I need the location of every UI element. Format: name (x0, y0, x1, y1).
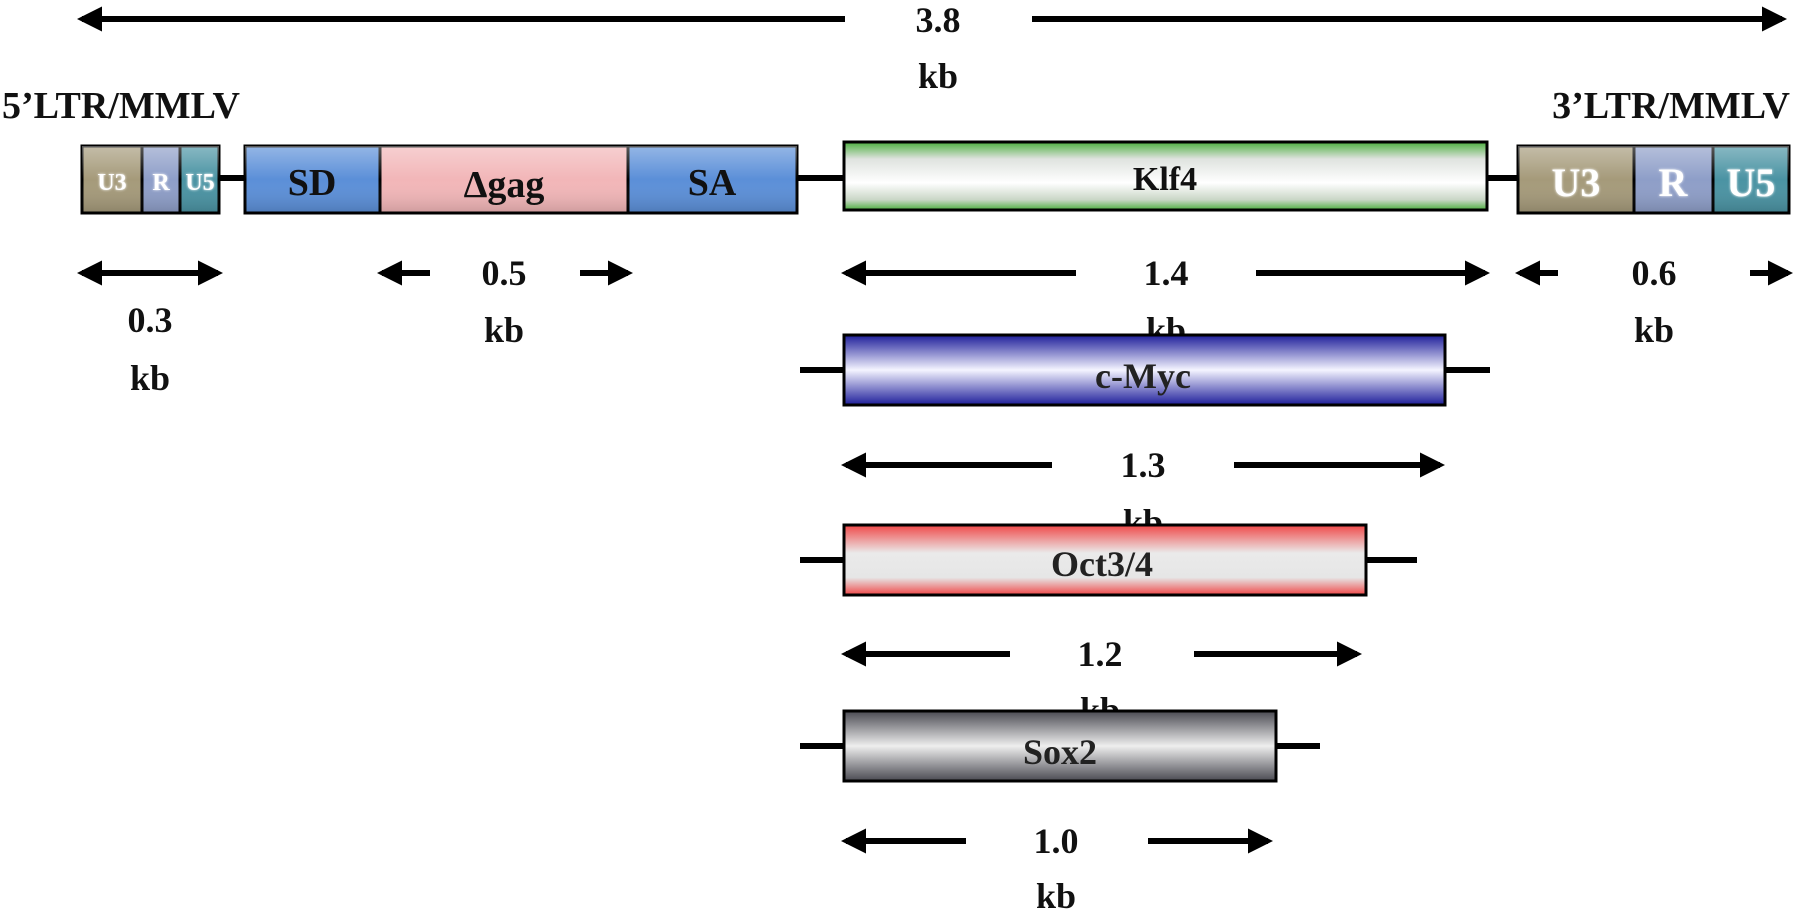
ltr5-title: 5’LTR/MMLV (2, 85, 240, 127)
ltr5-length-value: 0.3 (128, 300, 173, 340)
sa-label: SA (688, 162, 737, 204)
gag-length-unit: kb (484, 310, 524, 350)
oct34-box (842, 523, 1368, 597)
overall-length-unit: kb (918, 56, 958, 96)
gag-length-value: 0.5 (482, 253, 527, 293)
klf4-length-value: 1.4 (1144, 253, 1189, 293)
sox2-box (842, 709, 1278, 783)
klf4-insert: Klf4 (842, 140, 1489, 212)
cmyc-box (842, 333, 1447, 407)
klf4-label: Klf4 (1133, 161, 1197, 198)
cmyc-label: c-Myc (1095, 356, 1191, 396)
gag-label: Δgag (464, 164, 545, 206)
backbone-box: SD Δgag SA (243, 144, 799, 215)
overall-length-value: 3.8 (916, 0, 961, 40)
ltr3-length-unit: kb (1634, 310, 1674, 350)
ltr5-length-unit: kb (130, 358, 170, 398)
oct34-length-value: 1.2 (1078, 634, 1123, 674)
ltr5-u5-label: U5 (185, 170, 214, 196)
klf4-box (842, 140, 1489, 212)
oct34-label: Oct3/4 (1051, 544, 1153, 584)
sox2-label: Sox2 (1023, 732, 1097, 772)
ltr5-box: U3 R U5 (80, 144, 221, 215)
ltr5-r-label: R (152, 170, 170, 196)
ltr3-r-label: R (1659, 160, 1689, 205)
sox2-insert: Sox2 (800, 709, 1320, 783)
sd-label: SD (288, 162, 337, 204)
cmyc-length-value: 1.3 (1121, 445, 1166, 485)
ltr3-u3-label: U3 (1552, 160, 1601, 205)
oct34-insert: Oct3/4 (800, 523, 1417, 597)
ltr3-u5-label: U5 (1727, 160, 1776, 205)
ltr5-u3-label: U3 (97, 170, 126, 196)
cmyc-insert: c-Myc (800, 333, 1490, 407)
sox2-length-unit: kb (1036, 876, 1076, 916)
ltr3-title: 3’LTR/MMLV (1552, 85, 1790, 127)
sox2-length-value: 1.0 (1034, 821, 1079, 861)
ltr3-box: U3 R U5 (1516, 144, 1791, 215)
ltr3-length-value: 0.6 (1632, 253, 1677, 293)
